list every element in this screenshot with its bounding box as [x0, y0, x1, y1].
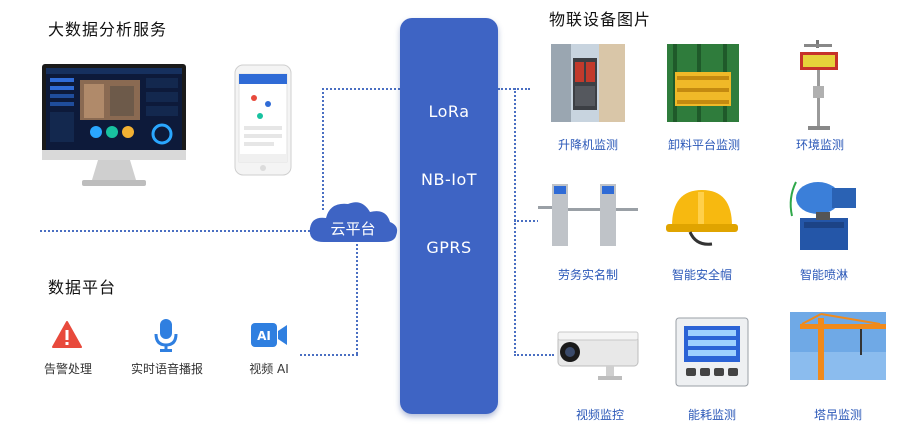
connector-line [40, 230, 310, 232]
protocol-nbiot: NB-IoT [421, 170, 477, 189]
iot-device-label: 卸料平台监测 [667, 138, 740, 152]
platform-item-label: 实时语音播报 [130, 362, 203, 376]
connector-line [322, 88, 400, 90]
sprinkler-image [786, 172, 862, 256]
desktop-monitor [40, 62, 188, 190]
environment-station-image [792, 40, 846, 132]
turnstile-image [538, 178, 638, 250]
connector-line [514, 220, 554, 222]
iot-device-label: 升降机监测 [557, 138, 618, 152]
mobile-phone [234, 64, 292, 176]
microphone-icon [154, 318, 178, 352]
platform-item-label: 告警处理 [43, 362, 92, 376]
elevator-image [551, 44, 625, 122]
energy-meter-image [674, 316, 750, 388]
iot-device-label: 劳务实名制 [557, 268, 618, 282]
iot-title: 物联设备图片 [549, 10, 652, 29]
warning-icon [52, 320, 82, 350]
platform-title: 数据平台 [48, 278, 117, 297]
cloud-label: 云平台 [330, 220, 376, 238]
platform-item-label: 视频 AI [249, 362, 289, 376]
iot-device-label: 环境监测 [795, 138, 844, 152]
connector-line [300, 354, 358, 356]
cloud-icon [306, 196, 400, 246]
platform-image [667, 44, 739, 122]
iot-device-label: 智能喷淋 [799, 268, 848, 282]
connector-line [514, 88, 516, 356]
connector-line [356, 240, 358, 354]
iot-device-label: 智能安全帽 [671, 268, 732, 282]
tower-crane-image [790, 312, 886, 380]
camera-image [554, 326, 646, 384]
ai-video-icon: AI [250, 322, 288, 348]
iot-device-label: 塔吊监测 [813, 408, 862, 422]
protocol-lora: LoRa [428, 102, 470, 121]
helmet-image [660, 182, 742, 252]
connector-line [514, 354, 554, 356]
network-hub: LoRa NB-IoT GPRS [400, 18, 498, 414]
iot-device-label: 视频监控 [575, 408, 624, 422]
connector-line [322, 88, 324, 210]
svg-text:AI: AI [257, 329, 271, 343]
big-data-title: 大数据分析服务 [48, 20, 168, 39]
iot-device-label: 能耗监测 [687, 408, 736, 422]
protocol-gprs: GPRS [426, 238, 472, 257]
